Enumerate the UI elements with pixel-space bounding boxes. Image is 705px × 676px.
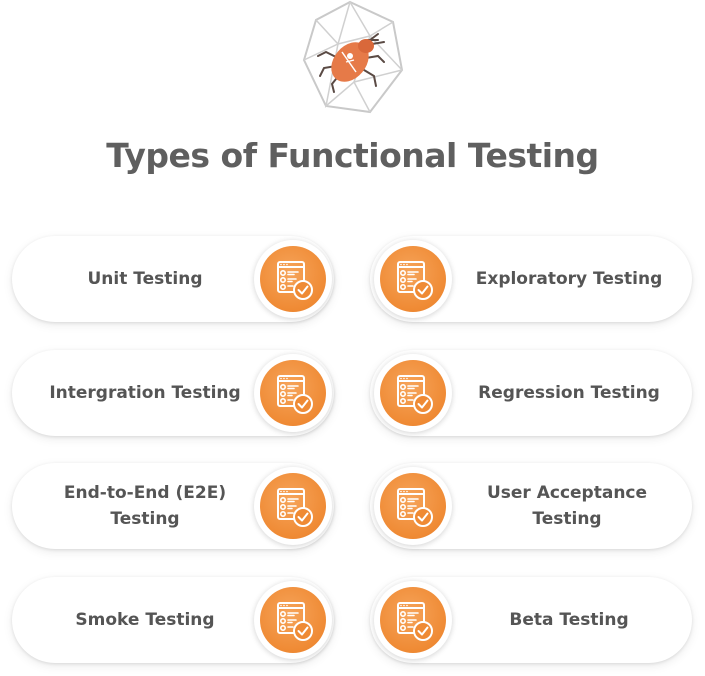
icon-badge <box>254 581 332 659</box>
icon-badge <box>254 354 332 432</box>
testing-type-label: Smoke Testing <box>75 610 215 630</box>
testing-type-card: Unit Testing <box>12 236 334 322</box>
checklist-icon <box>260 587 326 653</box>
checklist-icon <box>380 587 446 653</box>
checklist-icon <box>380 246 446 312</box>
icon-badge <box>374 467 452 545</box>
testing-type-label: Unit Testing <box>87 269 203 289</box>
checklist-icon <box>380 360 446 426</box>
icon-badge <box>254 240 332 318</box>
testing-type-label: End-to-End (E2E) Testing <box>63 483 227 529</box>
icon-badge <box>374 354 452 432</box>
testing-type-card: End-to-End (E2E) Testing <box>12 463 334 549</box>
icon-badge <box>374 240 452 318</box>
testing-type-label: User Acceptance Testing <box>486 483 648 529</box>
testing-type-card: Intergration Testing <box>12 350 334 436</box>
testing-type-card: Exploratory Testing <box>370 236 692 322</box>
testing-type-label: Beta Testing <box>509 610 629 630</box>
testing-type-card: Beta Testing <box>370 577 692 663</box>
bug-illustration <box>298 0 410 118</box>
testing-type-label: Intergration Testing <box>49 383 241 403</box>
bug-icon <box>302 0 404 114</box>
checklist-icon <box>260 473 326 539</box>
checklist-icon <box>260 360 326 426</box>
page-title: Types of Functional Testing <box>106 136 599 175</box>
icon-badge <box>254 467 332 545</box>
testing-type-card: Smoke Testing <box>12 577 334 663</box>
testing-type-label: Exploratory Testing <box>475 269 663 289</box>
testing-type-card: Regression Testing <box>370 350 692 436</box>
testing-type-card: User Acceptance Testing <box>370 463 692 549</box>
icon-badge <box>374 581 452 659</box>
testing-type-label: Regression Testing <box>478 383 660 403</box>
checklist-icon <box>260 246 326 312</box>
checklist-icon <box>380 473 446 539</box>
